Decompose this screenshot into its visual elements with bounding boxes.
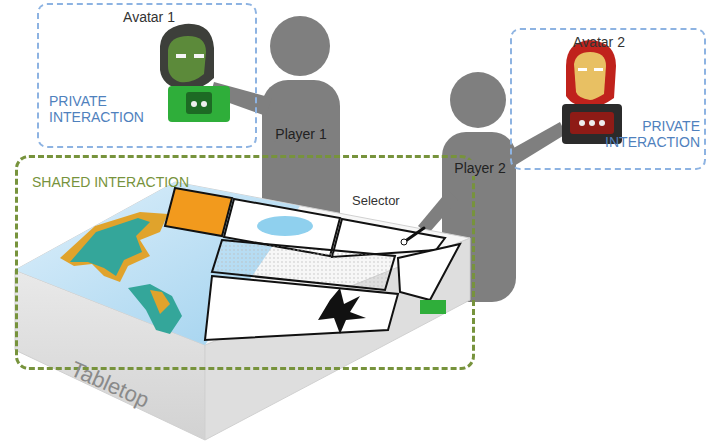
player-name: Player 2 — [452, 160, 508, 176]
tabletop-box — [15, 182, 470, 440]
region-title: SHARED INTERACTION — [32, 174, 252, 190]
selector-stylus — [404, 228, 424, 242]
avatar-figure — [562, 40, 622, 144]
player-name: Player 1 — [273, 126, 329, 142]
avatar-name: Avatar 1 — [94, 9, 204, 25]
selector-tip — [401, 239, 407, 245]
avatar-figure — [160, 24, 230, 122]
private-region: Avatar 1 PRIVATE INTERACTION — [37, 3, 257, 148]
selector-label: Selector — [352, 194, 400, 209]
avatar-name: Avatar 2 — [544, 34, 654, 50]
shared-region: SHARED INTERACTION — [15, 155, 475, 370]
private-region: Avatar 2 PRIVATE INTERACTION — [510, 28, 706, 170]
player-node: Player 2 — [452, 160, 508, 210]
region-title: PRIVATE INTERACTION — [592, 118, 700, 150]
region-title: PRIVATE INTERACTION — [49, 93, 159, 125]
player-node: Player 1 — [273, 126, 329, 182]
tabletop-node: Tabletop — [40, 368, 180, 418]
comic-panels — [165, 188, 460, 340]
